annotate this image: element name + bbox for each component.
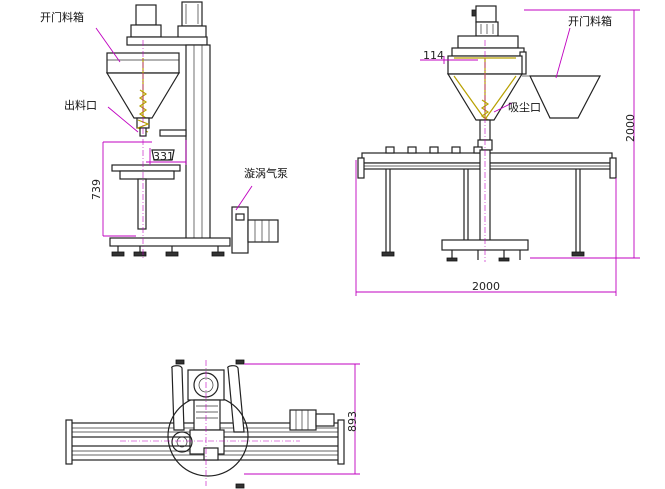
- label-dust-port: 吸尘口: [508, 101, 541, 114]
- label-outlet: 出料口: [64, 98, 97, 112]
- label-door-box-right: 开门料箱: [568, 14, 612, 28]
- dim-2000-width: 2000: [472, 280, 500, 293]
- top-view-dimensions: [120, 360, 360, 486]
- dim-2000-height: 2000: [624, 114, 637, 142]
- side-view-machine: [357, 5, 617, 262]
- side-view-dimensions: [355, 9, 640, 296]
- front-view-dimensions: [95, 27, 253, 260]
- front-view-machine: [105, 1, 279, 257]
- label-vortex-pump: 漩涡气泵: [244, 166, 288, 180]
- dim-331: 331: [153, 150, 174, 163]
- label-door-box-left: 开门料箱: [40, 10, 84, 24]
- dim-893: 893: [346, 411, 359, 432]
- top-view-machine: [65, 359, 345, 489]
- dim-739: 739: [90, 179, 103, 200]
- dim-114: 114: [423, 49, 444, 62]
